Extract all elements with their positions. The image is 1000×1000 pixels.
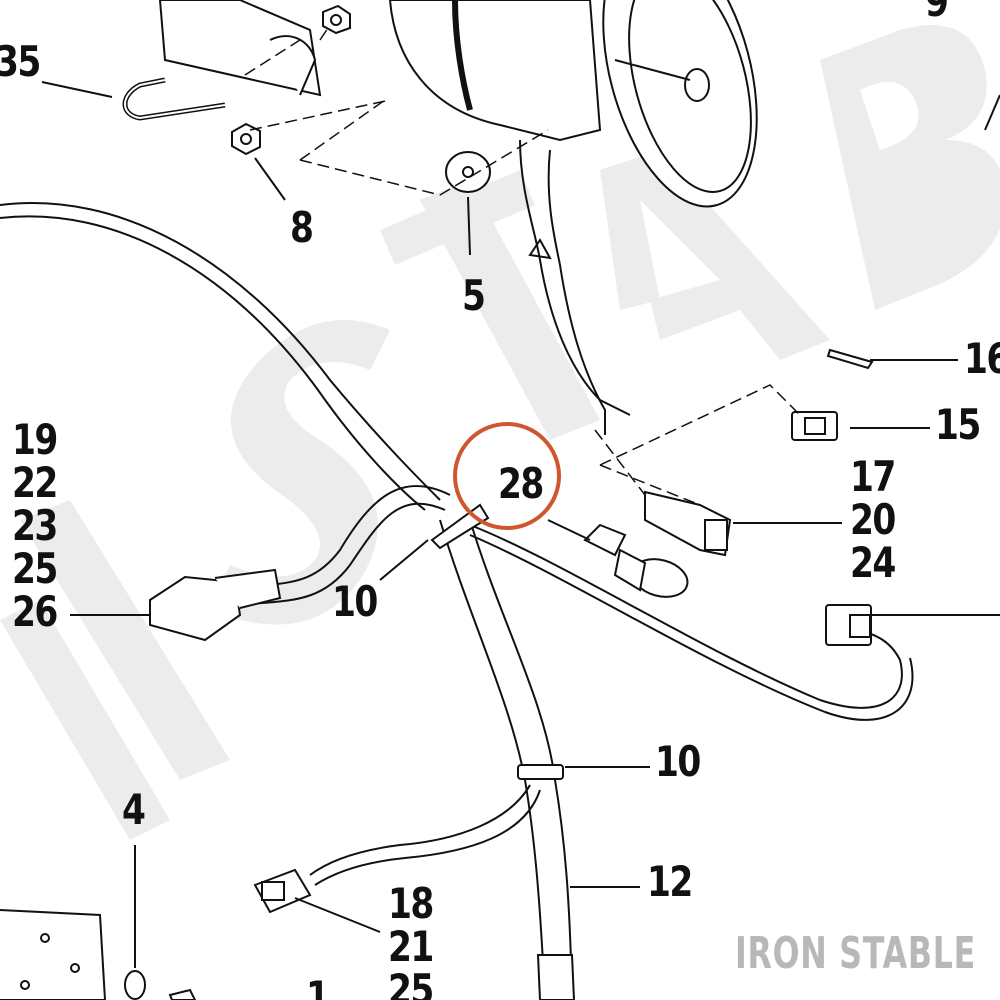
callout-1: 1 [306,972,330,1000]
callout-28: 28 [498,459,544,508]
leader-lines [41,81,1000,968]
watermark-text: IRON STABLE [735,928,977,979]
callout-8: 8 [290,203,314,252]
callout-9: 9 [925,0,949,26]
callout-25: 25 [388,965,434,1000]
callout-23: 23 [12,501,58,550]
cables [0,139,914,1000]
callout-16: 16 [964,334,1000,383]
callout-22: 22 [12,458,58,507]
callout-10: 10 [655,737,701,786]
callout-18: 18 [388,879,434,928]
callout-35: 35 [0,37,41,86]
callout-19: 19 [12,415,58,464]
callout-25: 25 [12,544,58,593]
highlight-circle [453,422,561,530]
callout-5: 5 [462,271,486,320]
horn-assembly [158,0,758,208]
callout-21: 21 [388,922,434,971]
callout-stack-17-20-24: 17 20 24 [850,452,896,587]
callout-stack-18-21-25: 18 21 25 [388,879,434,1000]
callout-stack-19-26: 19 22 23 25 26 [12,415,58,636]
callout-4: 4 [122,785,146,834]
callout-20: 20 [850,495,896,544]
callout-10: 10 [332,577,378,626]
callout-12: 12 [647,857,693,906]
callout-15: 15 [935,400,981,449]
hardware-parts [0,4,874,1000]
callout-24: 24 [850,538,896,587]
callout-26: 26 [12,587,58,636]
dashed-guide-lines [244,24,801,506]
callout-17: 17 [850,452,896,501]
background-watermark-letters [0,25,1000,840]
